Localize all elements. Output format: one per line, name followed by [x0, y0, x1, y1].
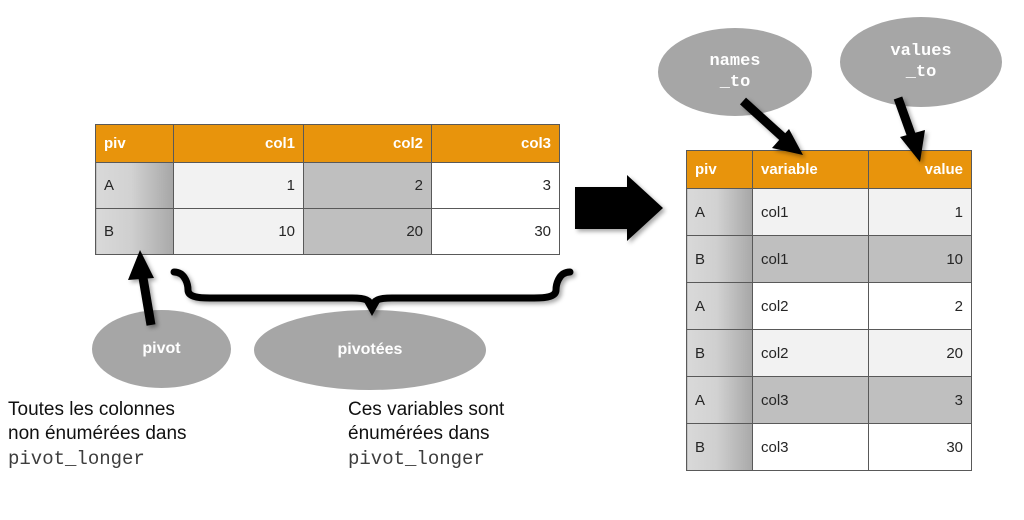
wide-cell-col1: 10 [173, 208, 304, 255]
transform-arrow-icon [575, 175, 663, 241]
wide-cell-col1: 1 [173, 162, 304, 209]
wide-header-col3: col3 [431, 124, 560, 163]
long-cell-variable: col2 [752, 282, 869, 330]
long-cell-variable: col2 [752, 329, 869, 377]
table-row: A col2 2 [686, 282, 972, 330]
wide-table-header-row: piv col1 col2 col3 [95, 124, 560, 163]
long-cell-piv: A [686, 188, 753, 236]
wide-cell-col2: 20 [303, 208, 432, 255]
long-header-value: value [868, 150, 972, 189]
wide-cell-col3: 3 [431, 162, 560, 209]
callout-names-to-label: names _to [709, 51, 761, 92]
long-cell-value: 10 [868, 235, 972, 283]
callout-pivotees: pivotées [254, 310, 486, 390]
long-cell-variable: col3 [752, 376, 869, 424]
table-row: B col1 10 [686, 235, 972, 283]
long-cell-piv: A [686, 282, 753, 330]
wide-header-col2: col2 [303, 124, 432, 163]
wide-cell-col3: 30 [431, 208, 560, 255]
note-left: Toutes les colonnes non énumérées dans p… [8, 398, 308, 471]
wide-cell-col2: 2 [303, 162, 432, 209]
note-right-line2: énumérées dans [348, 423, 490, 445]
long-cell-variable: col3 [752, 423, 869, 471]
table-row: B 10 20 30 [95, 208, 560, 255]
long-cell-value: 3 [868, 376, 972, 424]
long-table: piv variable value A col1 1 B col1 10 A … [686, 150, 972, 471]
long-cell-value: 20 [868, 329, 972, 377]
callout-pivot: pivot [92, 310, 231, 388]
long-cell-piv: A [686, 376, 753, 424]
long-cell-piv: B [686, 235, 753, 283]
table-row: A col3 3 [686, 376, 972, 424]
table-row: B col2 20 [686, 329, 972, 377]
note-left-code: pivot_longer [8, 447, 145, 470]
callout-values-to: values _to [840, 17, 1002, 107]
long-cell-value: 2 [868, 282, 972, 330]
table-row: A 1 2 3 [95, 162, 560, 209]
note-right: Ces variables sont énumérées dans pivot_… [348, 398, 648, 471]
table-row: A col1 1 [686, 188, 972, 236]
long-cell-piv: B [686, 423, 753, 471]
wide-header-piv: piv [95, 124, 174, 163]
note-right-line1: Ces variables sont [348, 399, 505, 420]
note-right-code: pivot_longer [348, 447, 485, 470]
long-cell-value: 30 [868, 423, 972, 471]
long-header-variable: variable [752, 150, 869, 189]
callout-pivotees-label: pivotées [337, 340, 403, 358]
callout-pivot-label: pivot [142, 339, 181, 357]
wide-cell-piv: B [95, 208, 174, 255]
wide-cell-piv: A [95, 162, 174, 209]
callout-values-to-label: values _to [890, 41, 952, 82]
long-header-piv: piv [686, 150, 753, 189]
long-cell-variable: col1 [752, 235, 869, 283]
long-cell-variable: col1 [752, 188, 869, 236]
long-cell-value: 1 [868, 188, 972, 236]
long-cell-piv: B [686, 329, 753, 377]
wide-table: piv col1 col2 col3 A 1 2 3 B 10 20 30 [95, 124, 560, 255]
wide-header-col1: col1 [173, 124, 304, 163]
note-left-line1: Toutes les colonnes [8, 399, 175, 420]
table-row: B col3 30 [686, 423, 972, 471]
note-left-line2: non énumérées dans [8, 423, 187, 445]
long-table-header-row: piv variable value [686, 150, 972, 189]
callout-names-to: names _to [658, 28, 812, 116]
